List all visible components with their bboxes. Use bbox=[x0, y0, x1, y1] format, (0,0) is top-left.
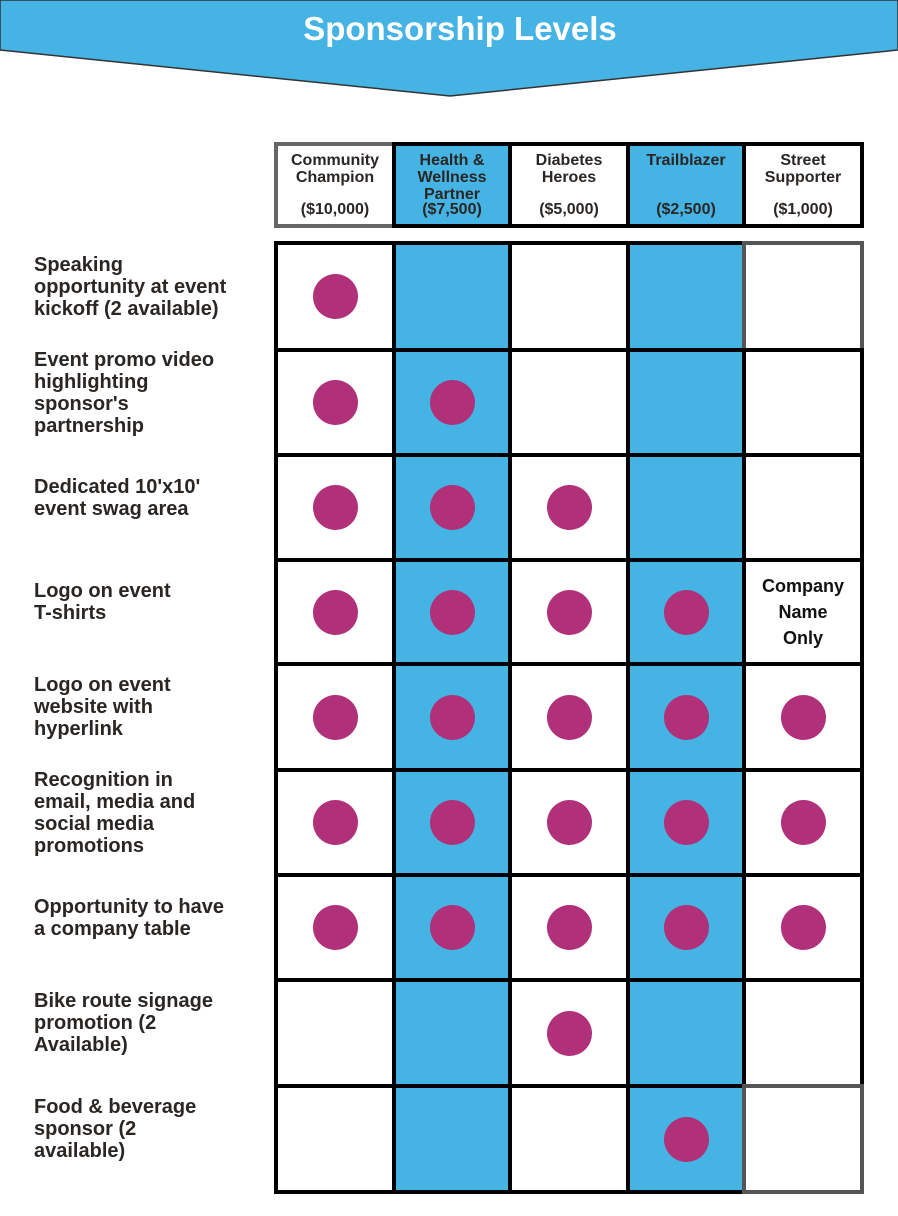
level-price: ($5,000) bbox=[539, 201, 599, 218]
included-dot-icon bbox=[429, 380, 475, 425]
included-dot-icon bbox=[312, 589, 358, 635]
table-cell bbox=[392, 453, 512, 562]
included-dot-icon bbox=[312, 380, 358, 425]
level-price: ($7,500) bbox=[422, 201, 482, 218]
included-dot-icon bbox=[780, 905, 826, 950]
benefit-label: Speaking opportunity at event kickoff (2… bbox=[34, 253, 227, 320]
table-cell bbox=[274, 662, 396, 772]
table-cell bbox=[274, 348, 396, 457]
table-cell bbox=[392, 558, 512, 666]
included-dot-icon bbox=[780, 694, 826, 740]
table-cell bbox=[392, 662, 512, 772]
included-dot-icon bbox=[663, 694, 709, 740]
included-dot-icon bbox=[546, 694, 592, 740]
benefit-label: Food & beverage sponsor (2 available) bbox=[34, 1096, 197, 1162]
table-cell bbox=[626, 873, 746, 982]
table-cell bbox=[626, 662, 746, 772]
table-cell bbox=[274, 768, 396, 877]
included-dot-icon bbox=[312, 800, 358, 845]
table-cell bbox=[508, 873, 630, 982]
table-cell bbox=[274, 873, 396, 982]
included-dot-icon bbox=[546, 905, 592, 950]
page-title: Sponsorship Levels bbox=[303, 10, 617, 47]
table-cell bbox=[274, 241, 396, 352]
table-cell bbox=[274, 978, 396, 1088]
level-price: ($10,000) bbox=[300, 201, 370, 218]
included-dot-icon bbox=[312, 485, 358, 530]
table-cell bbox=[626, 241, 746, 352]
table-cell bbox=[626, 453, 746, 562]
table-cell bbox=[274, 1084, 396, 1194]
table-cell: Company Name Only bbox=[742, 558, 864, 666]
included-dot-icon bbox=[663, 800, 709, 845]
level-header: Health & Wellness Partner($7,500) bbox=[392, 142, 512, 228]
included-dot-icon bbox=[780, 800, 826, 845]
included-dot-icon bbox=[429, 800, 475, 845]
benefit-label: Event promo video highlighting sponsor's… bbox=[34, 348, 215, 437]
table-cell bbox=[508, 558, 630, 666]
level-header: Street Supporter ($1,000) bbox=[742, 142, 864, 228]
level-price: ($1,000) bbox=[773, 201, 833, 218]
table-cell bbox=[392, 873, 512, 982]
table-cell bbox=[274, 453, 396, 562]
table-cell bbox=[742, 873, 864, 982]
table-cell bbox=[508, 453, 630, 562]
included-dot-icon bbox=[663, 1116, 709, 1162]
table-cell bbox=[742, 241, 864, 352]
table-cell bbox=[392, 768, 512, 877]
benefit-label: Dedicated 10'x10' event swag area bbox=[34, 475, 201, 520]
included-dot-icon bbox=[429, 694, 475, 740]
level-name: Health & Wellness Partner bbox=[417, 152, 487, 203]
table-cell bbox=[508, 978, 630, 1088]
table-cell bbox=[626, 768, 746, 877]
table-cell bbox=[742, 348, 864, 457]
level-name: Trailblazer bbox=[646, 152, 726, 169]
included-dot-icon bbox=[546, 1010, 592, 1056]
benefit-label: Recognition in email, media and social m… bbox=[34, 768, 196, 857]
cell-note: Company Name Only bbox=[761, 576, 844, 648]
table-cell bbox=[626, 348, 746, 457]
table-cell bbox=[392, 978, 512, 1088]
benefit-label: Bike route signage promotion (2 Availabl… bbox=[34, 990, 213, 1056]
table-cell bbox=[742, 978, 864, 1088]
table-cell bbox=[742, 662, 864, 772]
included-dot-icon bbox=[663, 589, 709, 635]
table-cell bbox=[508, 662, 630, 772]
table-cell bbox=[508, 768, 630, 877]
table-cell bbox=[274, 558, 396, 666]
table-cell bbox=[742, 768, 864, 877]
level-name: Diabetes Heroes bbox=[535, 152, 603, 186]
level-header: Community Champion ($10,000) bbox=[274, 142, 396, 228]
included-dot-icon bbox=[312, 694, 358, 740]
level-header: Diabetes Heroes ($5,000) bbox=[508, 142, 630, 228]
included-dot-icon bbox=[429, 485, 475, 530]
included-dot-icon bbox=[546, 800, 592, 845]
table-cell bbox=[392, 241, 512, 352]
included-dot-icon bbox=[429, 589, 475, 635]
table-cell bbox=[508, 348, 630, 457]
table-cell bbox=[626, 978, 746, 1088]
table-cell bbox=[392, 348, 512, 457]
table-cell bbox=[392, 1084, 512, 1194]
table-cell bbox=[626, 558, 746, 666]
benefit-label: Logo on event T-shirts bbox=[34, 580, 171, 624]
benefit-label: Logo on event website with hyperlink bbox=[34, 674, 171, 740]
table-cell bbox=[626, 1084, 746, 1194]
level-header: Trailblazer ($2,500) bbox=[626, 142, 746, 228]
included-dot-icon bbox=[312, 905, 358, 950]
table-cell bbox=[508, 241, 630, 352]
level-name: Community Champion bbox=[291, 152, 379, 186]
table-cell bbox=[742, 453, 864, 562]
level-price: ($2,500) bbox=[656, 201, 716, 218]
included-dot-icon bbox=[546, 589, 592, 635]
included-dot-icon bbox=[429, 905, 475, 950]
included-dot-icon bbox=[663, 905, 709, 950]
title-banner bbox=[0, 0, 898, 97]
included-dot-icon bbox=[546, 485, 592, 530]
included-dot-icon bbox=[312, 274, 358, 319]
table-cell bbox=[742, 1084, 864, 1194]
benefit-label: Opportunity to have a company table bbox=[34, 895, 224, 940]
level-name: Street Supporter bbox=[764, 152, 842, 186]
table-cell bbox=[508, 1084, 630, 1194]
